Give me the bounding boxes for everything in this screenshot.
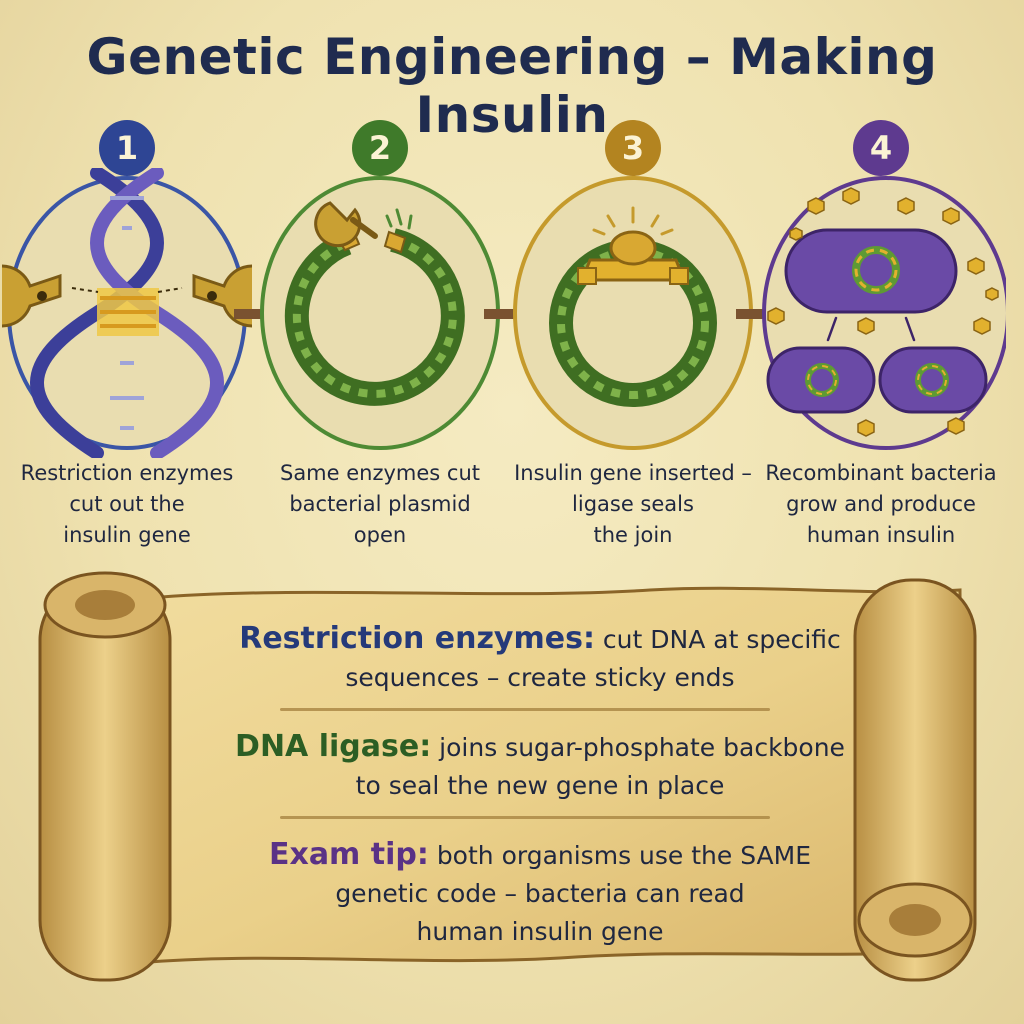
page-title: Genetic Engineering – Making Insulin (86, 28, 938, 144)
gene-inserted-illustration (513, 176, 753, 450)
step-4: 4 Recombinant bacteria (756, 120, 1006, 570)
step-3-badge: 3 (605, 120, 661, 176)
note-exam-tip: Exam tip: both organisms use the SAME ge… (268, 837, 812, 946)
divider (280, 816, 770, 819)
divider (280, 708, 770, 711)
step-1-badge: 1 (99, 120, 155, 176)
step-3-caption: Insulin gene inserted – ligase seals the… (514, 461, 752, 547)
dna-cut-illustration (2, 168, 252, 458)
step-1: 1 Restriction enzymes cut out the insuli… (2, 120, 252, 570)
step-2: 2 Same enzymes cut bacterial plasmid ope… (255, 120, 505, 570)
step-3: 3 Insulin gene inserted – ligase seals t… (508, 120, 758, 570)
step-2-badge: 2 (352, 120, 408, 176)
step-4-caption: Recombinant bacteria grow and produce hu… (765, 461, 997, 547)
step-1-caption: Restriction enzymes cut out the insulin … (20, 461, 234, 547)
plasmid-open-illustration (260, 176, 500, 450)
bacteria-illustration (762, 176, 1006, 450)
step-2-caption: Same enzymes cut bacterial plasmid open (279, 461, 480, 547)
note-dna-ligase: DNA ligase: joins sugar-phosphate backbo… (235, 729, 845, 800)
step-4-badge: 4 (853, 120, 909, 176)
note-restriction-enzymes: Restriction enzymes: cut DNA at specific… (239, 621, 841, 692)
